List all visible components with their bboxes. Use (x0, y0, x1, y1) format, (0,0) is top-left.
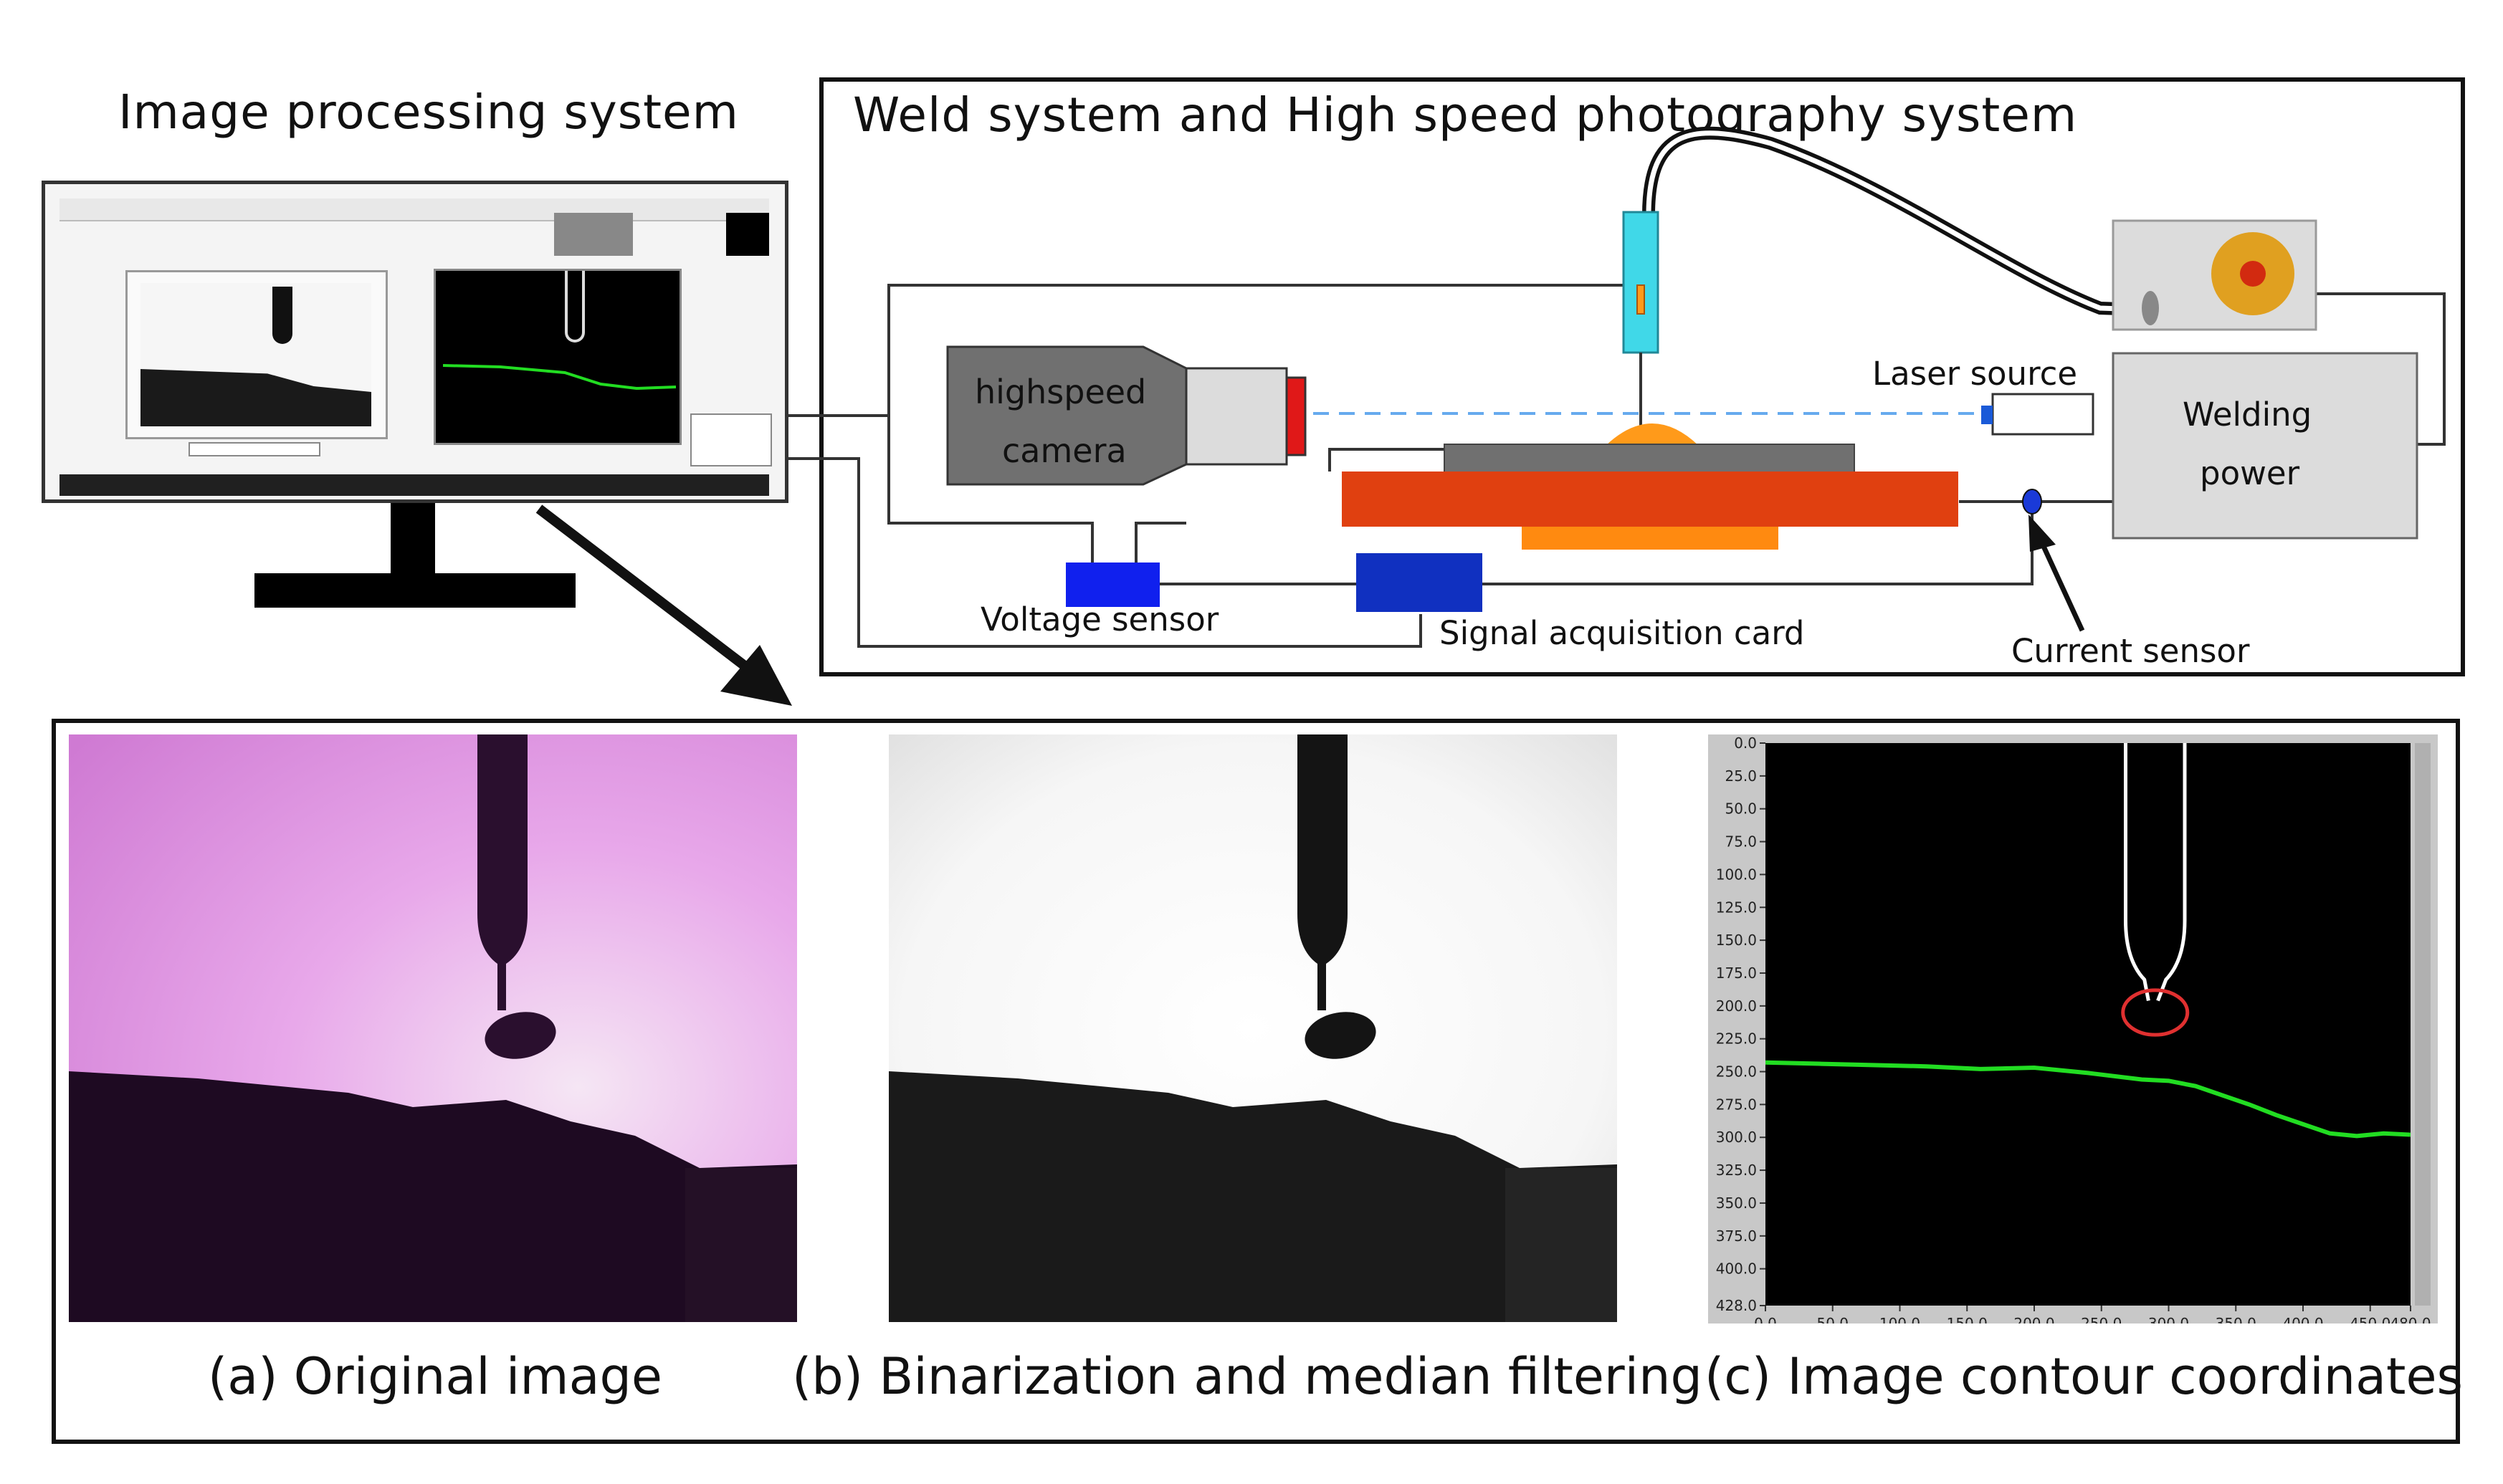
electrode-b (1297, 734, 1348, 1010)
software-menubar (59, 198, 769, 221)
y-tick-label: 300.0 (1716, 1129, 1757, 1146)
top-plate (1444, 444, 1855, 474)
monitor (42, 181, 788, 503)
substrate-b (889, 1071, 1617, 1322)
y-tick-label: 350.0 (1716, 1195, 1757, 1212)
x-tick-label: 480.0 (2390, 1315, 2431, 1323)
camera-label-2: camera (1002, 431, 1127, 470)
droplet-contour (2121, 988, 2190, 1037)
weld-system-frame (819, 77, 2465, 676)
weld-system-heading: Weld system and High speed photography s… (853, 87, 2078, 143)
x-tick-label: 100.0 (1879, 1315, 1920, 1323)
workpiece-plate (1342, 471, 1958, 527)
y-tick-label: 225.0 (1716, 1030, 1757, 1048)
droplet-a (485, 1012, 556, 1059)
torch-nozzle (1622, 211, 1659, 354)
camera-label-1: highspeed (975, 373, 1147, 411)
y-tick-label: 428.0 (1716, 1297, 1757, 1314)
y-tick-label: 375.0 (1716, 1227, 1757, 1245)
wire-voltage-camera-left (887, 416, 1094, 563)
result-arrow (720, 645, 792, 706)
software-indicator (726, 213, 769, 256)
welding-arc (1606, 423, 1699, 446)
x-tick-label: 0.0 (1754, 1315, 1777, 1323)
x-tick-label: 400.0 (2282, 1315, 2323, 1323)
x-tick-label: 200.0 (2013, 1315, 2054, 1323)
signal-card-label: Signal acquisition card (1439, 614, 1805, 652)
welding-power-label-2: power (2200, 454, 2300, 492)
y-tick-label: 0.0 (1734, 734, 1757, 752)
plot-scrollbar (2415, 743, 2431, 1306)
wire-camera-monitor (788, 284, 946, 417)
voltage-sensor (1066, 563, 1160, 607)
y-tick-label: 175.0 (1716, 964, 1757, 982)
software-side-panel (690, 413, 772, 466)
current-sensor-arrow (2028, 514, 2056, 552)
caption-b: (b) Binarization and median filtering (792, 1347, 1702, 1406)
welding-power (2112, 352, 2418, 540)
software-status-box (554, 213, 633, 256)
y-tick-label: 400.0 (1716, 1260, 1757, 1278)
x-tick-label: 300.0 (2148, 1315, 2189, 1323)
y-tick-label: 325.0 (1716, 1162, 1757, 1179)
current-sensor-label: Current sensor (2011, 632, 2250, 670)
results-frame (52, 719, 2460, 1444)
surface-contour-line (1765, 1060, 2411, 1139)
binarized-image-panel (889, 734, 1617, 1322)
laser-source (1991, 393, 2094, 436)
caption-a: (a) Original image (208, 1347, 662, 1406)
x-tick-label: 450.0 (2350, 1315, 2390, 1323)
y-tick-label: 75.0 (1725, 833, 1757, 851)
image-processing-heading: Image processing system (118, 85, 739, 140)
software-original-view (125, 270, 388, 439)
taskbar (59, 474, 769, 496)
y-tick-label: 150.0 (1716, 932, 1757, 949)
laser-source-label: Laser source (1872, 355, 2078, 393)
y-tick-label: 50.0 (1725, 800, 1757, 818)
backing-plate (1522, 527, 1778, 550)
welding-power-label-1: Welding (2183, 396, 2312, 434)
substrate-a (69, 1071, 797, 1322)
monitor-base (254, 573, 576, 608)
caption-c: (c) Image contour coordinates (1705, 1347, 2463, 1406)
software-progress-field (189, 442, 320, 456)
y-tick-label: 275.0 (1716, 1096, 1757, 1113)
x-tick-label: 250.0 (2081, 1315, 2122, 1323)
droplet-b (1305, 1012, 1376, 1059)
signal-acquisition-card (1356, 553, 1482, 612)
current-sensor (2022, 489, 2042, 514)
x-tick-label: 150.0 (1947, 1315, 1988, 1323)
voltage-sensor-label: Voltage sensor (981, 600, 1219, 638)
y-tick-label: 250.0 (1716, 1063, 1757, 1081)
y-tick-label: 100.0 (1716, 866, 1757, 883)
y-tick-label: 25.0 (1725, 767, 1757, 785)
wire-welder-right (2308, 292, 2446, 446)
electrode-contour (2124, 743, 2187, 1002)
original-image-panel (69, 734, 797, 1322)
wire-monitor-card (788, 457, 1422, 648)
contour-plot-panel: 0.0 25.0 50.0 75.0 100.0 125.0 150.0 175.0 200.0… (1708, 734, 2438, 1323)
software-contour-view (434, 269, 682, 445)
y-tick-label: 200.0 (1716, 997, 1757, 1015)
x-tick-label: 350.0 (2216, 1315, 2256, 1323)
electrode-a (477, 734, 528, 1010)
x-tick-label: 50.0 (1816, 1315, 1849, 1323)
y-tick-label: 125.0 (1716, 899, 1757, 916)
contour-plot: 0.0 25.0 50.0 75.0 100.0 125.0 150.0 175.0 200.0… (1716, 734, 2431, 1323)
plot-area (1765, 743, 2411, 1306)
wire-voltage-camera-right (1135, 522, 1186, 563)
